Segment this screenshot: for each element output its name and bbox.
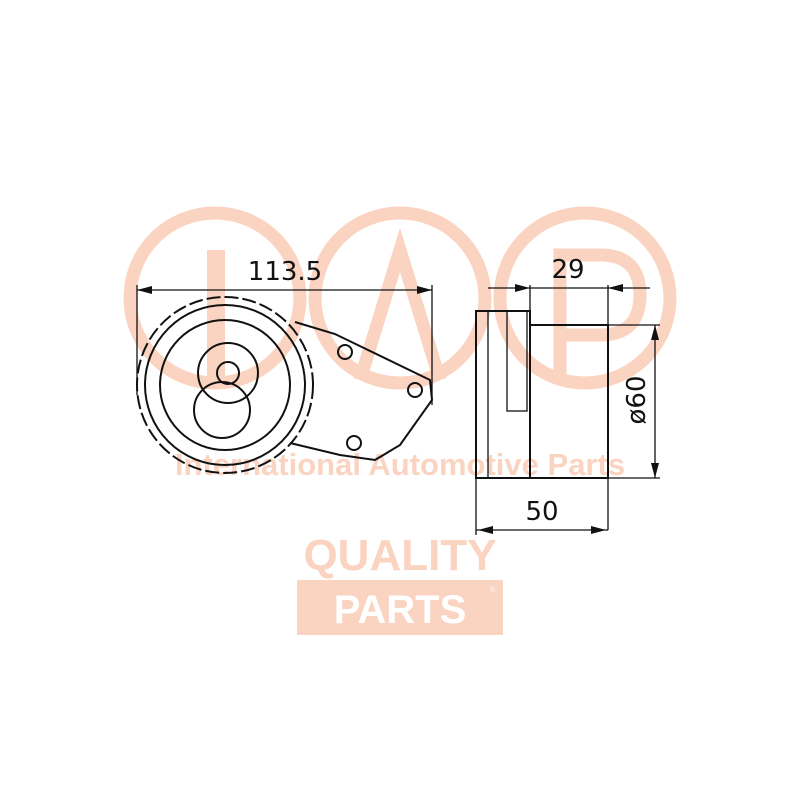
company-watermark: International Automotive Parts (175, 447, 625, 482)
front-view (136, 285, 434, 474)
parts-badge (297, 580, 503, 635)
diameter-dimension: ø60 (622, 376, 652, 425)
parts-watermark: PARTS (334, 588, 467, 632)
width-dimension: 29 (551, 255, 584, 285)
side-view (475, 284, 660, 535)
registered-mark: ® (490, 586, 496, 594)
total-width-dimension: 50 (525, 497, 558, 527)
length-dimension: 113.5 (248, 257, 322, 287)
quality-watermark: QUALITY (303, 531, 496, 580)
